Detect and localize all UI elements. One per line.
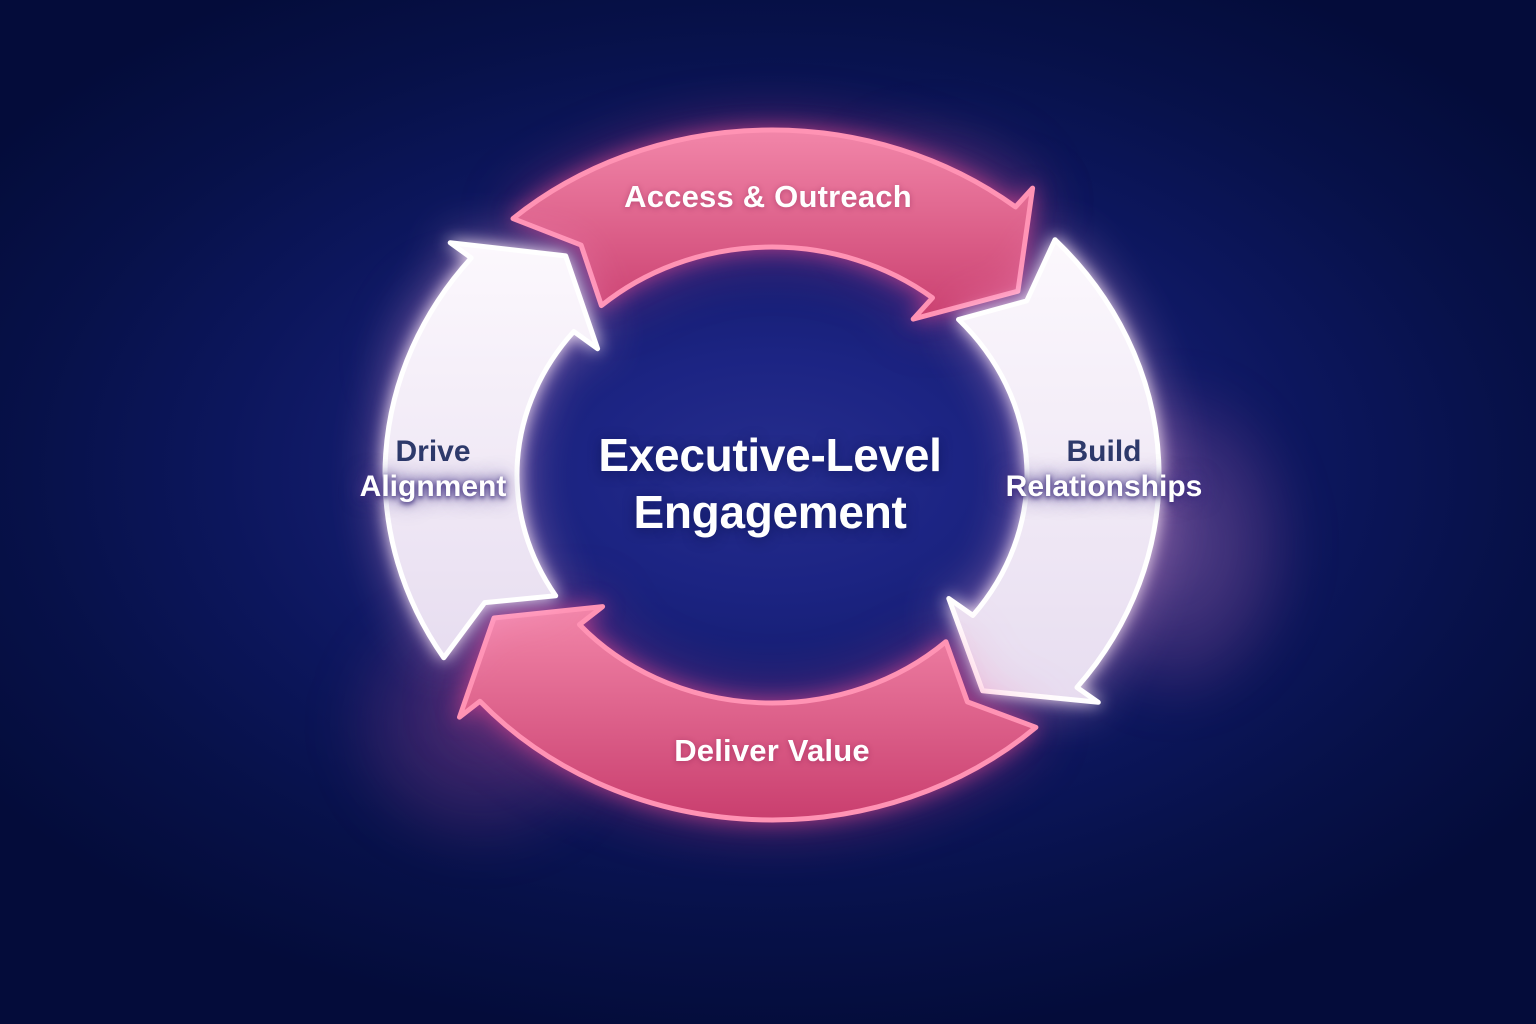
segment-label-drive-alignment: Drive Alignment (360, 434, 507, 504)
segment-arrow-access-outreach (510, 127, 1036, 322)
center-title-line2: Engagement (633, 486, 907, 538)
alignment-word: Alignment (359, 470, 507, 503)
center-title-line1: Executive-Level (598, 429, 942, 481)
segment-label-build-relationships: Build Relationships (1006, 434, 1203, 504)
center-title: Executive-Level Engagement (598, 427, 942, 541)
relationships-word: Relationships (1005, 470, 1203, 503)
segment-arrow-deliver-value (457, 604, 1039, 823)
drive-word: Drive (395, 435, 471, 468)
segment-arrow-drive-alignment (382, 240, 601, 661)
build-word: Build (1066, 435, 1142, 468)
segment-label-deliver-value: Deliver Value (674, 733, 870, 768)
segment-arrow-build-relationships (946, 237, 1162, 705)
segment-label-access-outreach: Access & Outreach (624, 179, 912, 214)
cycle-segments (382, 127, 1162, 823)
